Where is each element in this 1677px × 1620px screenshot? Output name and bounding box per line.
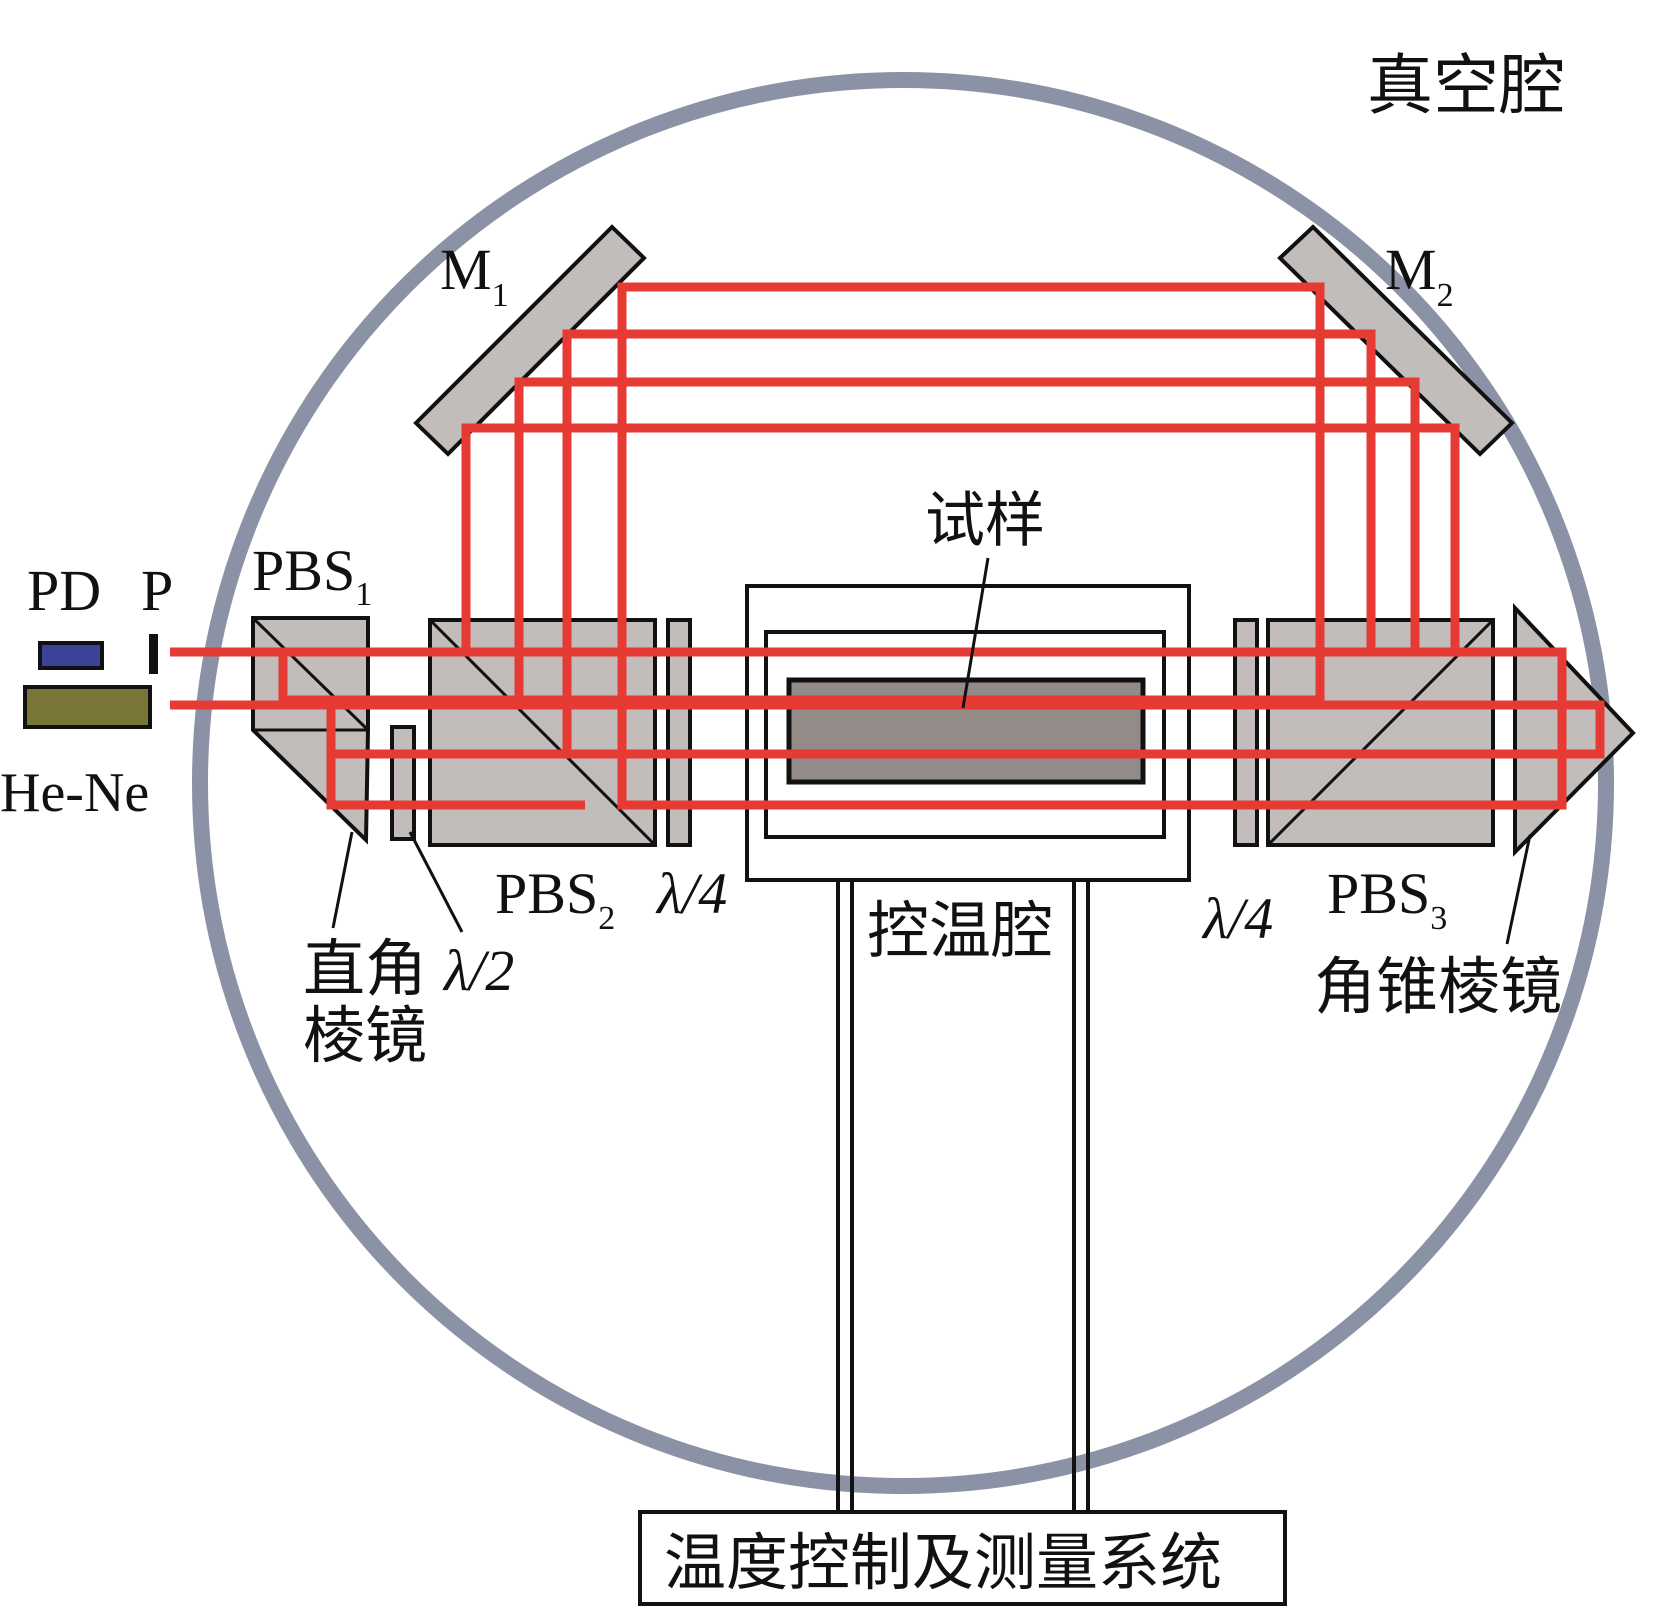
label-corner-cube: 角锥棱镜 [1314, 950, 1562, 1023]
label-m2-main: M [1385, 237, 1437, 302]
label-temp-chamber: 控温腔 [867, 894, 1053, 967]
label-m2: M2 [1385, 237, 1454, 314]
label-sample: 试样 [925, 486, 1045, 556]
right-angle-prism-leader [331, 831, 354, 929]
label-m1-sub: 1 [492, 277, 509, 314]
polarizer-p [149, 634, 158, 674]
label-pbs2-main: PBS [495, 861, 598, 926]
control-cables [836, 880, 1090, 1512]
label-control-system: 温度控制及测量系统 [664, 1526, 1222, 1599]
label-pbs3-sub: 3 [1430, 900, 1447, 937]
label-pbs3-main: PBS [1327, 861, 1430, 926]
label-half-wave: λ/2 [442, 938, 514, 1003]
label-quarter-wave-right: λ/4 [1201, 886, 1273, 951]
he-ne-laser [23, 685, 152, 729]
label-right-angle-line1: 直角 [303, 932, 427, 1005]
sample-leader [961, 557, 990, 709]
quarter-wave-plate-left [666, 618, 692, 847]
label-m2-sub: 2 [1437, 277, 1454, 314]
label-pd: PD [27, 558, 101, 623]
label-pbs1-main: PBS [252, 538, 355, 603]
half-wave-plate-leader [408, 831, 464, 933]
label-vacuum-chamber: 真空腔 [1367, 47, 1565, 124]
beam-path-5 [326, 705, 585, 810]
label-pbs1-sub: 1 [355, 576, 372, 613]
label-pbs2-sub: 2 [598, 900, 615, 937]
label-he-ne: He-Ne [0, 762, 149, 824]
corner-cube-prism [1513, 602, 1636, 857]
vacuum-chamber-ring [192, 72, 1614, 1494]
photodetector-pd [38, 641, 104, 670]
leader-lines [331, 557, 1532, 945]
label-pbs1: PBS1 [252, 538, 372, 613]
control-system-box [638, 1510, 1287, 1606]
label-quarter-wave-left: λ/4 [655, 861, 727, 926]
label-m1-main: M [440, 237, 492, 302]
beam-path-3 [514, 377, 1420, 705]
mirror-m1 [413, 224, 647, 457]
label-m1: M1 [440, 237, 509, 314]
label-right-angle-line2: 棱镜 [303, 999, 427, 1072]
label-pbs2: PBS2 [495, 861, 615, 937]
half-wave-plate [390, 725, 416, 841]
label-pbs3: PBS3 [1327, 861, 1447, 937]
laser-beam-paths [170, 282, 1605, 810]
corner-cube-leader [1505, 834, 1532, 945]
label-p: P [141, 558, 173, 623]
beam-path-4 [461, 423, 1460, 652]
right-angle-prism-hypotenuse [251, 616, 370, 732]
quarter-wave-plate-right [1233, 618, 1259, 847]
